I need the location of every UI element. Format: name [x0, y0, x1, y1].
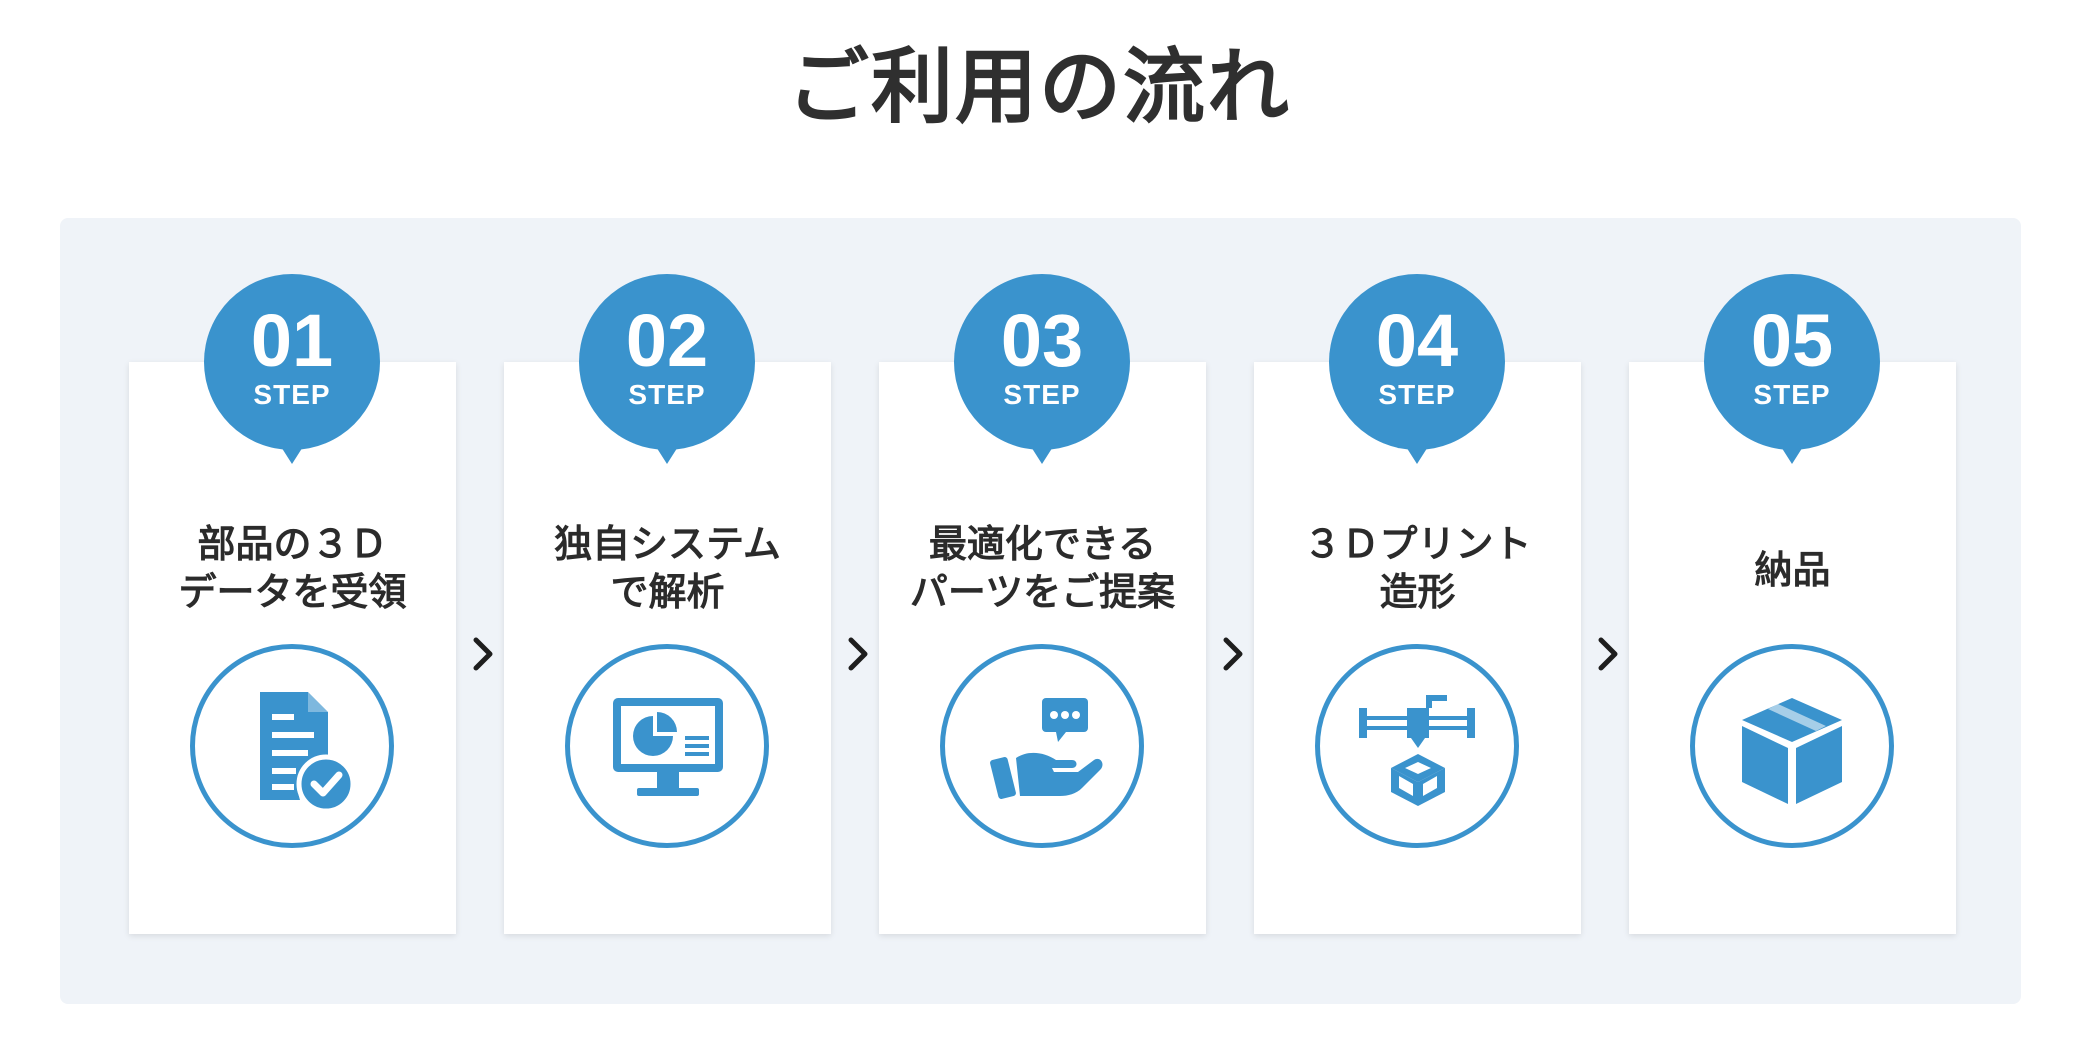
- step-badge-5: 05 STEP: [1704, 274, 1880, 472]
- step-number: 03: [1000, 299, 1084, 382]
- step-title-line: データを受領: [178, 570, 407, 614]
- step-number: 04: [1375, 299, 1459, 382]
- step-badge-1: 01 STEP: [204, 274, 380, 472]
- step-badge-bubble: [954, 274, 1130, 450]
- hand-speech-bubble-icon: [990, 698, 1103, 799]
- step-number: 02: [625, 299, 709, 382]
- step-badge-bubble: [579, 274, 755, 450]
- step-icon-circle-4: [1315, 644, 1519, 848]
- step-number: 05: [1750, 299, 1834, 382]
- step-label: STEP: [1753, 379, 1831, 410]
- step-badge-pointer: [1403, 442, 1431, 464]
- step-title-1: 部品の３Ｄ データを受領: [129, 520, 456, 616]
- step-badge-pointer: [1778, 442, 1806, 464]
- step-badge-pointer: [1028, 442, 1056, 464]
- step-title-line: 独自システム: [554, 522, 781, 566]
- step-icon-circle-1: [190, 644, 394, 848]
- step-badge-2: 02 STEP: [579, 274, 755, 472]
- step-title-line: 部品の３Ｄ: [197, 522, 388, 566]
- page-title: ご利用の流れ: [786, 40, 1291, 135]
- step-badge-pointer: [653, 442, 681, 464]
- step-badge-bubble: [1704, 274, 1880, 450]
- chevron-right-icon: [1223, 637, 1243, 671]
- step-icon-circle-3: [940, 644, 1144, 848]
- step-label: STEP: [1378, 379, 1456, 410]
- step-badge-bubble: [1329, 274, 1505, 450]
- chevron-right-icon: [1598, 637, 1618, 671]
- step-title-line: で解析: [610, 570, 725, 614]
- step-title-line: 造形: [1379, 570, 1456, 614]
- step-badge-3: 03 STEP: [954, 274, 1130, 472]
- step-title-line: 納品: [1754, 548, 1831, 592]
- step-badge-pointer: [278, 442, 306, 464]
- step-title-3: 最適化できる パーツをご提案: [879, 520, 1206, 616]
- chevron-right-icon: [473, 637, 493, 671]
- step-icon-circle-2: [565, 644, 769, 848]
- step-label: STEP: [628, 379, 706, 410]
- step-label: STEP: [253, 379, 331, 410]
- step-title-line: 最適化できる: [928, 522, 1157, 566]
- step-number: 01: [250, 299, 334, 382]
- step-badge-bubble: [204, 274, 380, 450]
- step-title-4: ３Ｄプリント 造形: [1254, 520, 1581, 616]
- step-label: STEP: [1003, 379, 1081, 410]
- package-box-icon: [1742, 698, 1842, 804]
- step-icon-circle-5: [1690, 644, 1894, 848]
- step-badge-4: 04 STEP: [1329, 274, 1505, 472]
- step-title-2: 独自システム で解析: [504, 520, 831, 616]
- step-title-5: 納品: [1629, 546, 1956, 594]
- document-check-icon: [260, 692, 356, 814]
- 3d-printer-icon: [1359, 695, 1475, 806]
- step-title-line: ３Ｄプリント: [1303, 522, 1532, 566]
- step-title-line: パーツをご提案: [909, 570, 1176, 614]
- monitor-chart-icon: [613, 698, 723, 796]
- chevron-right-icon: [848, 637, 868, 671]
